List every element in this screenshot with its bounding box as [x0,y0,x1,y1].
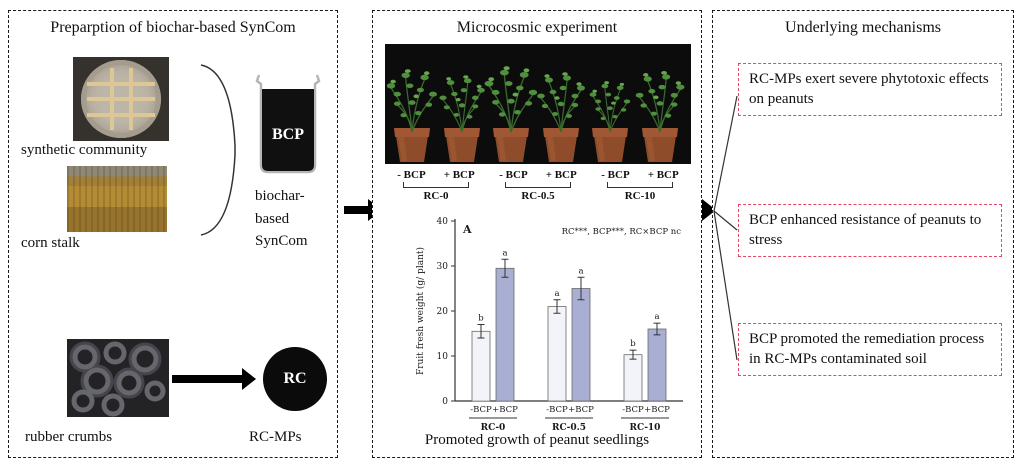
svg-text:+BCP: +BCP [492,405,518,415]
corn-stalk-photo [67,166,167,232]
svg-text:-BCP: -BCP [546,405,568,415]
rc-group-label: RC-0 [423,190,449,202]
minus-bcp-label: - BCP [397,169,426,181]
rc-mps-image: RC [263,347,327,411]
plus-bcp-label: + BCP [647,169,679,181]
synthetic-community-label: synthetic community [21,142,148,158]
streak-line [87,97,155,102]
petri-dish-photo [73,57,169,141]
branch-connector [713,95,738,361]
svg-text:RC-10: RC-10 [630,423,661,433]
minus-bcp-label: - BCP [499,169,528,181]
rubber-crumbs-label: rubber crumbs [25,429,113,445]
pair-bracket [607,182,673,188]
rc-mps-label: RC-MPs [249,429,302,445]
streak-line [129,67,133,131]
plus-bcp-label: + BCP [545,169,577,181]
grouping-bracket [200,64,236,236]
mechanism-box-remediation: BCP promoted the remediation process in … [738,323,1002,376]
panel-microcosmic-experiment: Microcosmic experiment [372,10,702,458]
left-panel-title: Preparption of biochar-based SynCom [50,19,296,36]
rc-group-label: RC-10 [624,190,656,202]
svg-text:Fruit fresh weight (g/ plant): Fruit fresh weight (g/ plant) [415,247,426,375]
rc-group-label: RC-0.5 [521,190,555,202]
beaker-icon: BCP [255,74,321,174]
bcp-description: biochar-based SynCom [255,188,308,249]
panel-biochar-preparation: Preparption of biochar-based SynCom synt… [8,10,338,458]
svg-text:+BCP: +BCP [568,405,594,415]
svg-text:-BCP: -BCP [622,405,644,415]
svg-text:20: 20 [437,307,449,317]
plus-bcp-label: + BCP [443,169,475,181]
panel-underlying-mechanisms: Underlying mechanisms RC-MPs exert sever… [712,10,1014,458]
svg-text:b: b [630,339,636,349]
middle-panel-title: Microcosmic experiment [456,19,618,36]
mechanism-box-resistance: BCP enhanced resistance of peanuts to st… [738,204,1002,257]
pair-bracket [403,182,469,188]
rubber-crumbs-photo [67,339,169,417]
rc-label: RC [283,370,307,387]
pair-bracket [505,182,571,188]
pot-group-rc10: - BCP + BCP RC-10 [589,169,691,202]
bcp-label: BCP [272,126,304,143]
arrow-rubber-to-rc [172,366,256,392]
minus-bcp-label: - BCP [601,169,630,181]
pot-treatment-labels: - BCP + BCP RC-0 - BCP + BCP RC-0.5 - BC… [385,169,691,202]
corn-stalk-label: corn stalk [21,235,80,251]
svg-text:a: a [554,289,559,299]
right-panel-title: Underlying mechanisms [785,19,941,36]
svg-text:RC-0.5: RC-0.5 [552,423,586,433]
svg-text:RC***, BCP***, RC×BCP nc: RC***, BCP***, RC×BCP nc [562,227,682,237]
streak-line [87,113,155,118]
streak-line [87,81,155,86]
streak-line [109,67,114,131]
middle-panel-caption: Promoted growth of peanut seedlings [424,432,650,448]
peanut-seedlings-photo [385,44,691,164]
petri-dish [81,60,161,138]
svg-text:0: 0 [442,397,448,407]
svg-text:10: 10 [437,352,449,362]
svg-text:a: a [502,248,507,258]
svg-text:+BCP: +BCP [644,405,670,415]
pot-group-rc0: - BCP + BCP RC-0 [385,169,487,202]
svg-text:RC-0: RC-0 [481,423,506,433]
svg-text:-BCP: -BCP [470,405,492,415]
svg-text:a: a [654,312,659,322]
svg-text:A: A [462,223,472,236]
bcp-beaker-image: BCP [247,73,327,177]
svg-text:a: a [578,266,583,276]
svg-text:30: 30 [437,262,449,272]
svg-text:b: b [478,314,484,324]
mechanism-box-phytotoxicity: RC-MPs exert severe phytotoxic effects o… [738,63,1002,116]
svg-text:40: 40 [437,217,449,227]
pot-group-rc05: - BCP + BCP RC-0.5 [487,169,589,202]
